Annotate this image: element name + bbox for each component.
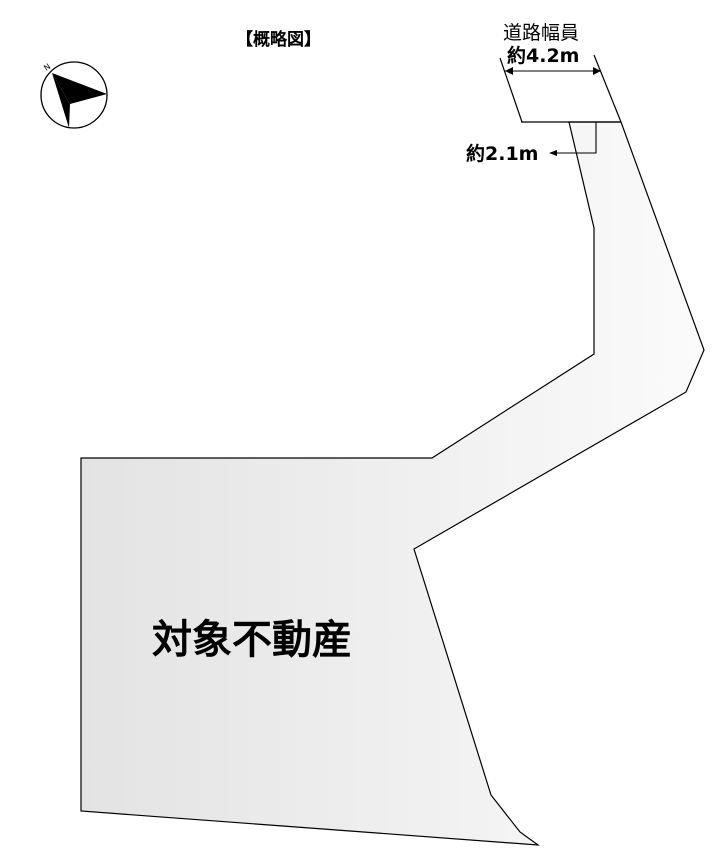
property-lot	[80, 121, 705, 846]
north-compass-icon: N	[40, 61, 108, 129]
road-width-label-line1: 道路幅員	[503, 22, 579, 44]
road-width-label-line2: 約4.2m	[507, 44, 579, 67]
road-width-dimension	[499, 54, 622, 123]
map-title: 【概略図】	[236, 29, 321, 50]
frontage-width-label: 約2.1m	[466, 142, 538, 165]
north-label: N	[42, 62, 52, 73]
property-label: 対象不動産	[152, 617, 352, 663]
frontage-dimension-leader	[549, 122, 597, 156]
